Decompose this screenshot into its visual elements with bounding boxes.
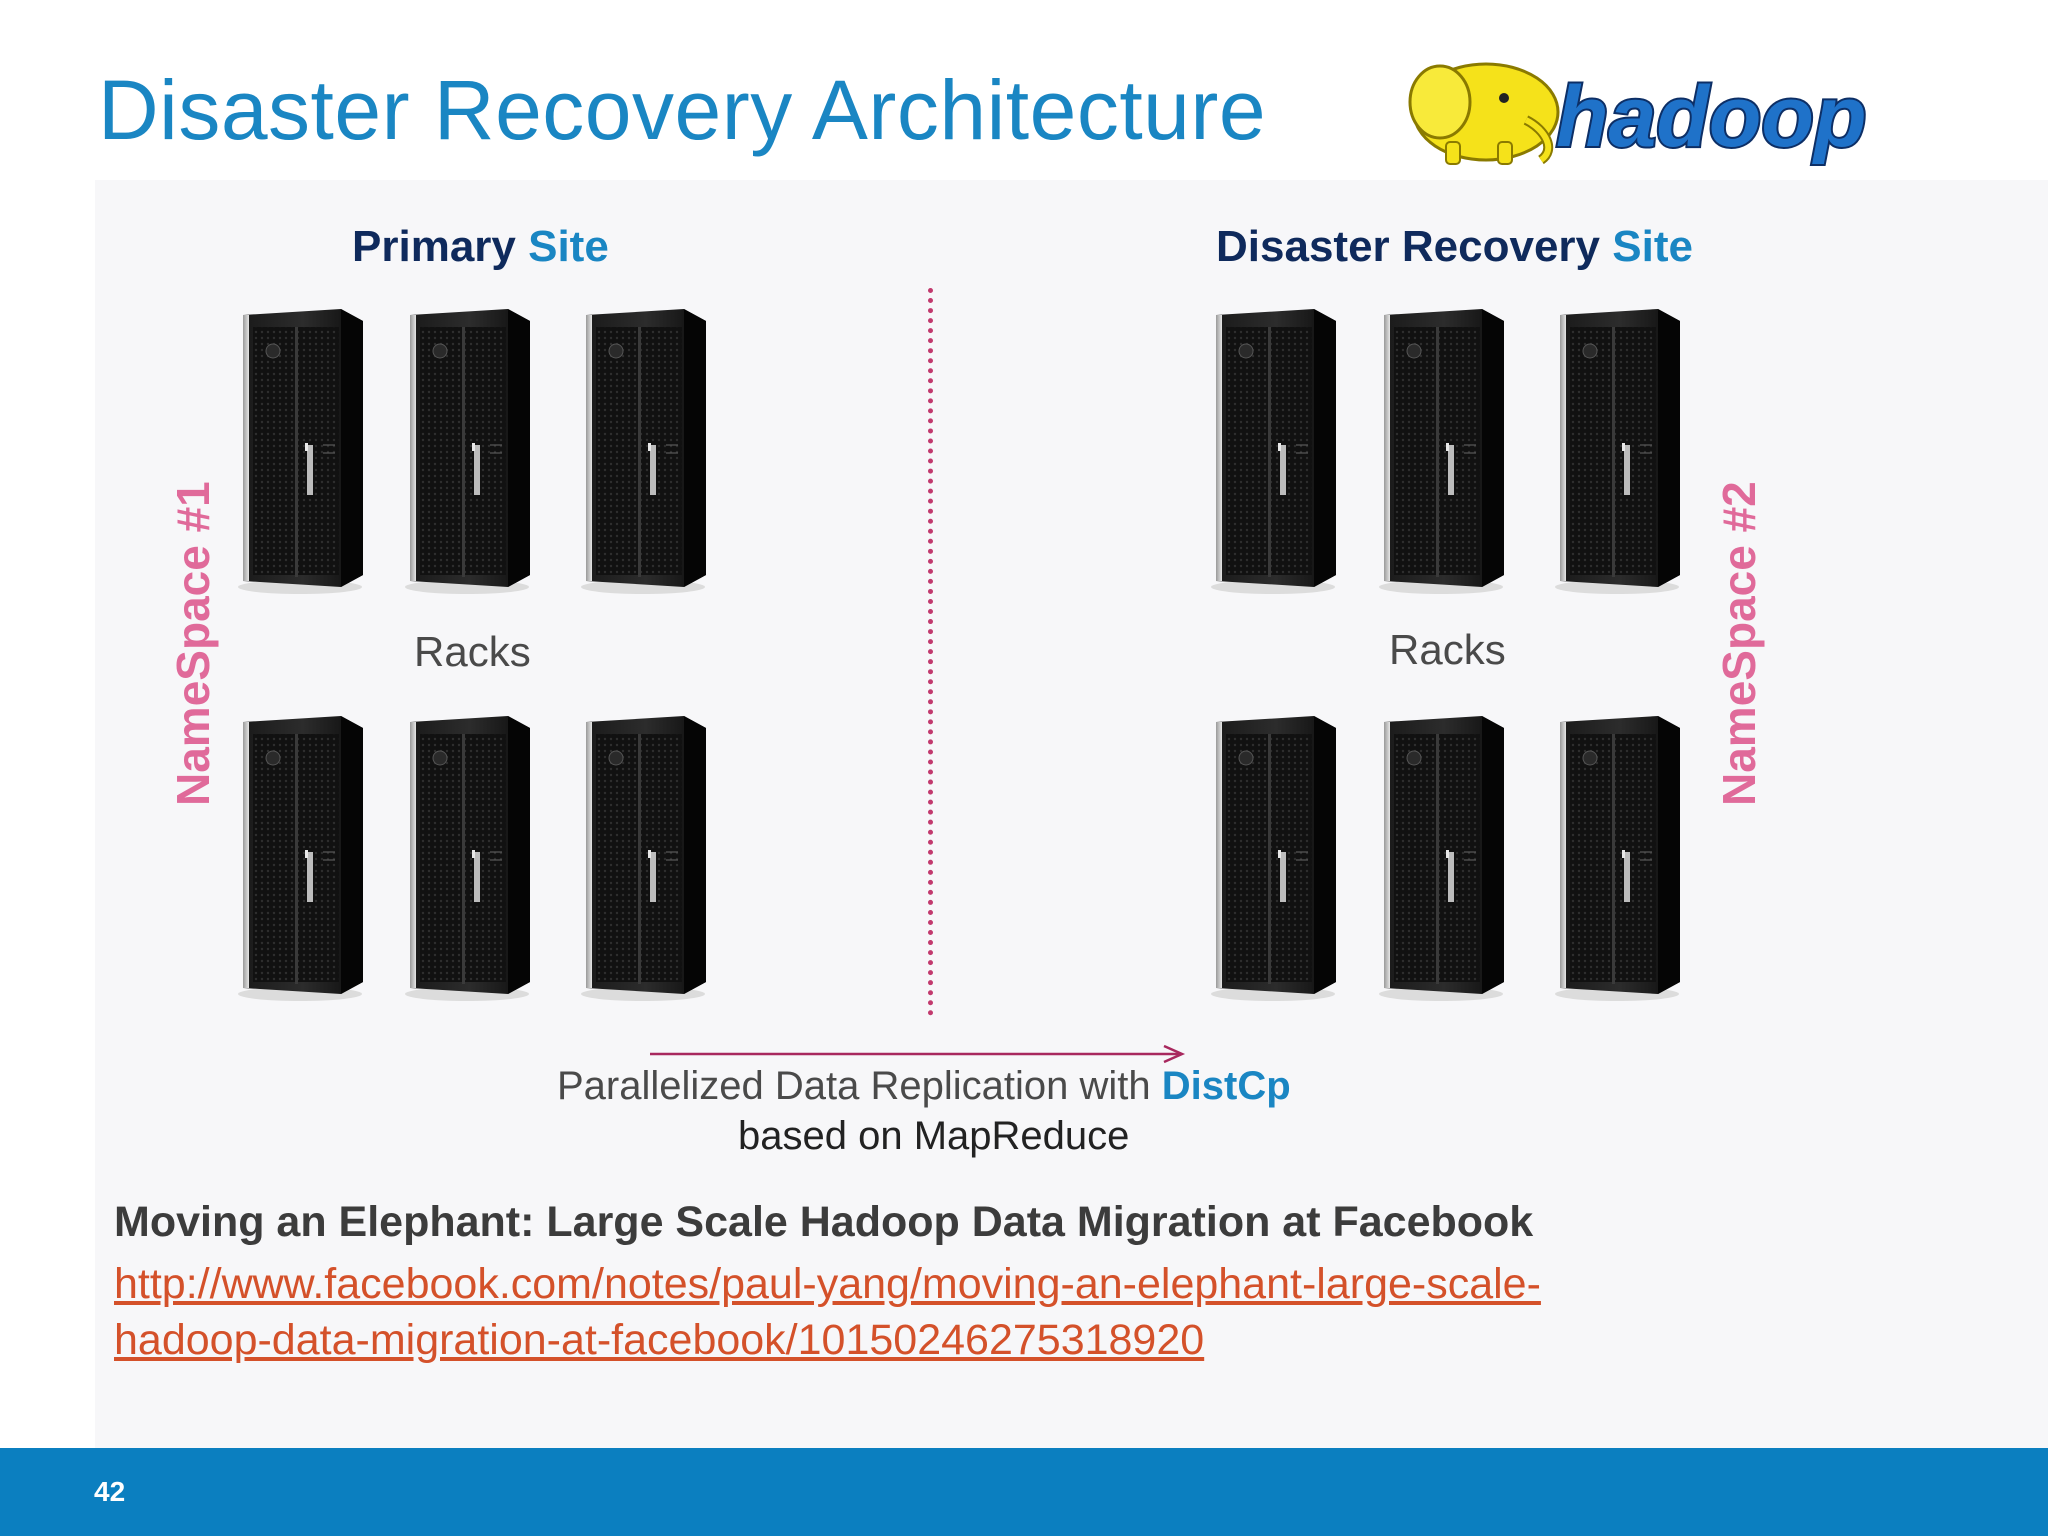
reference-link-line-2[interactable]: hadoop-data-migration-at-facebook/101502… [114,1316,1205,1364]
slide-title: Disaster Recovery Architecture [98,63,1267,157]
footer-bar [0,1448,2048,1536]
dr-site-heading-main: Disaster Recovery [1216,222,1613,271]
replication-arrow-icon [650,1044,1186,1064]
server-rack-icon [1552,712,1682,1002]
namespace-1-label: NameSpace #1 [167,481,219,806]
server-rack-icon [1376,712,1506,1002]
server-rack-icon [578,305,708,595]
reference-link-line-1[interactable]: http://www.facebook.com/notes/paul-yang/… [114,1260,1541,1308]
server-rack-icon [235,305,365,595]
dr-racks-label: Racks [1389,626,1506,673]
server-rack-icon [1208,305,1338,595]
reference-title: Moving an Elephant: Large Scale Hadoop D… [114,1198,1534,1246]
primary-racks-label: Racks [414,628,531,675]
primary-site-heading: Primary Site [352,222,609,272]
namespace-2-label: NameSpace #2 [1713,481,1765,806]
page-number: 42 [94,1476,126,1507]
primary-site-heading-main: Primary [352,222,529,271]
site-divider [928,288,933,1016]
dr-site-heading: Disaster Recovery Site [1216,222,1693,272]
server-rack-icon [235,712,365,1002]
server-rack-icon [1376,305,1506,595]
server-rack-icon [1552,305,1682,595]
distcp-label: DistCp [1161,1064,1291,1108]
primary-site-heading-accent: Site [528,222,609,271]
hadoop-logo: hadoop [1408,62,1866,167]
replication-caption-main: Parallelized Data Replication with [557,1064,1162,1108]
server-rack-icon [402,305,532,595]
svg-text:hadoop: hadoop [1556,69,1866,165]
server-rack-icon [1208,712,1338,1002]
dr-site-heading-accent: Site [1612,222,1693,271]
hadoop-elephant-icon [1408,62,1560,165]
server-rack-icon [402,712,532,1002]
replication-caption: Parallelized Data Replication with DistC… [557,1064,1291,1109]
replication-subcaption: based on MapReduce [738,1114,1130,1158]
server-rack-icon [578,712,708,1002]
slide-background [95,180,2048,1448]
